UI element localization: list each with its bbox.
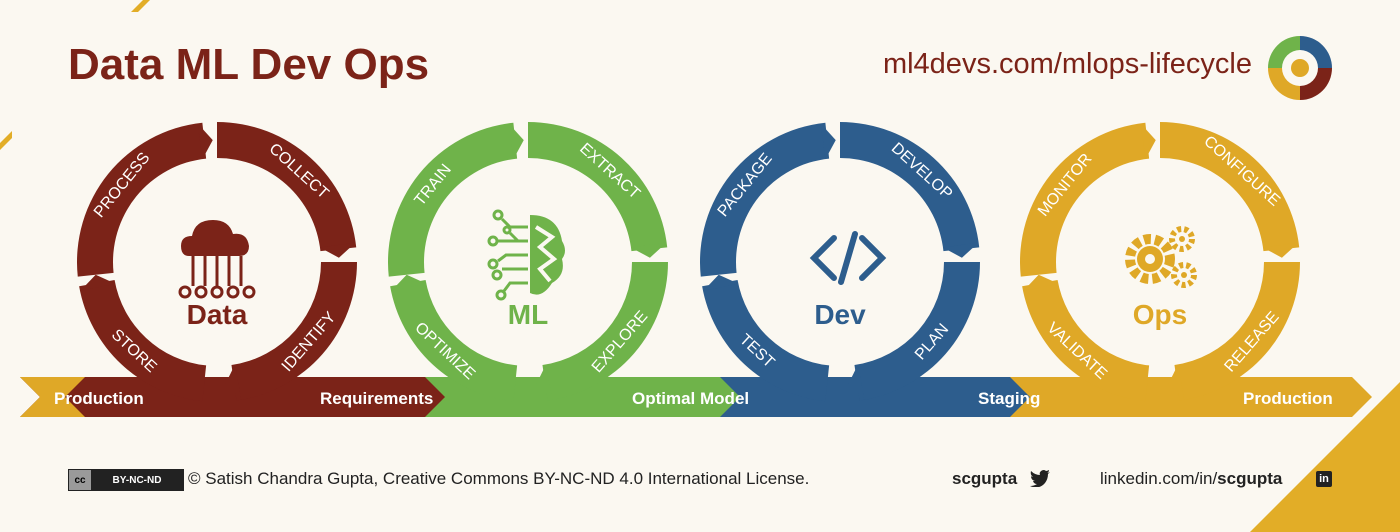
ops-ring-arrow bbox=[1168, 364, 1185, 400]
flow-band-start bbox=[20, 377, 85, 417]
data-ring-top-right bbox=[217, 122, 357, 252]
flow-label-production-start: Production bbox=[54, 389, 144, 408]
ml-ring-arrow bbox=[391, 274, 427, 292]
footer: cc BY-NC-ND © Satish Chandra Gupta, Crea… bbox=[68, 469, 1338, 493]
data-ring-arrow bbox=[319, 242, 356, 258]
data-ring-top-left bbox=[77, 122, 207, 277]
dev-ring-bottom-left bbox=[702, 280, 830, 402]
data-ring-arrow bbox=[197, 123, 213, 160]
ops-ring-top-right bbox=[1160, 122, 1300, 252]
ml-ring-arrow bbox=[630, 242, 667, 258]
ml-ring-arrow bbox=[536, 364, 553, 400]
linkedin-handle: scgupta bbox=[1217, 469, 1283, 488]
twitter-icon[interactable] bbox=[1030, 470, 1050, 487]
data-ring-bottom-right bbox=[231, 262, 357, 401]
ml-ring-arrow bbox=[508, 123, 524, 160]
ops-ring-arrow bbox=[1262, 242, 1299, 258]
site-url-link[interactable]: ml4devs.com/mlops-lifecycle bbox=[882, 48, 1252, 80]
flow-label-optimal-model: Optimal Model bbox=[632, 389, 749, 408]
cloud-network-icon bbox=[178, 220, 256, 299]
data-ring-arrow bbox=[80, 274, 116, 292]
ops-ring-bottom-right bbox=[1174, 262, 1300, 401]
ops-cycle-label: Ops bbox=[1133, 299, 1187, 330]
dev-ring-arrow bbox=[820, 123, 836, 160]
ops-ring-arrow bbox=[1023, 274, 1059, 292]
ml-ring-top-left bbox=[388, 122, 518, 277]
dev-ring-top-left bbox=[699, 122, 830, 277]
cc-terms-label: BY-NC-ND bbox=[91, 470, 183, 490]
data-ring-bottom-left bbox=[79, 280, 207, 402]
data-ring-arrow bbox=[225, 364, 242, 400]
flow-label-staging: Staging bbox=[978, 389, 1040, 408]
flow-label-production-end: Production bbox=[1243, 389, 1333, 408]
gears-icon bbox=[1125, 226, 1197, 288]
code-icon bbox=[809, 231, 887, 285]
creative-commons-icon: cc bbox=[69, 470, 91, 490]
flow-band-data bbox=[20, 377, 445, 417]
linkedin-prefix: linkedin.com/in/ bbox=[1100, 469, 1218, 488]
page-title: Data ML Dev Ops bbox=[68, 40, 430, 89]
ml4devs-logo-icon bbox=[1266, 34, 1334, 102]
dev-ring-arrow bbox=[703, 274, 739, 292]
dev-ring-arrow bbox=[942, 242, 979, 258]
data-cycle-label: Data bbox=[187, 299, 248, 330]
ops-ring-bottom-left bbox=[1022, 280, 1150, 402]
linkedin-icon[interactable]: in bbox=[1316, 471, 1332, 487]
ops-ring-arrow bbox=[1140, 123, 1156, 160]
license-text: © Satish Chandra Gupta, Creative Commons… bbox=[188, 469, 810, 488]
ops-ring-top-left bbox=[1019, 122, 1150, 277]
ml-ring-top-right bbox=[528, 122, 668, 252]
ml-cycle-label: ML bbox=[508, 299, 548, 330]
brain-circuit-icon bbox=[487, 209, 565, 301]
dev-ring-top-right bbox=[840, 122, 980, 252]
cc-license-badge[interactable]: cc BY-NC-ND bbox=[68, 469, 184, 491]
flow-label-requirements: Requirements bbox=[320, 389, 433, 408]
dev-ring-bottom-right bbox=[854, 262, 980, 401]
ml-ring-bottom-left bbox=[390, 280, 518, 402]
linkedin-link[interactable]: linkedin.com/in/scgupta bbox=[1100, 469, 1282, 489]
twitter-handle-link[interactable]: scgupta bbox=[952, 469, 1018, 488]
dev-ring-arrow bbox=[848, 364, 865, 400]
dev-cycle-label: Dev bbox=[814, 299, 866, 330]
ml-ring-bottom-right bbox=[542, 262, 668, 401]
